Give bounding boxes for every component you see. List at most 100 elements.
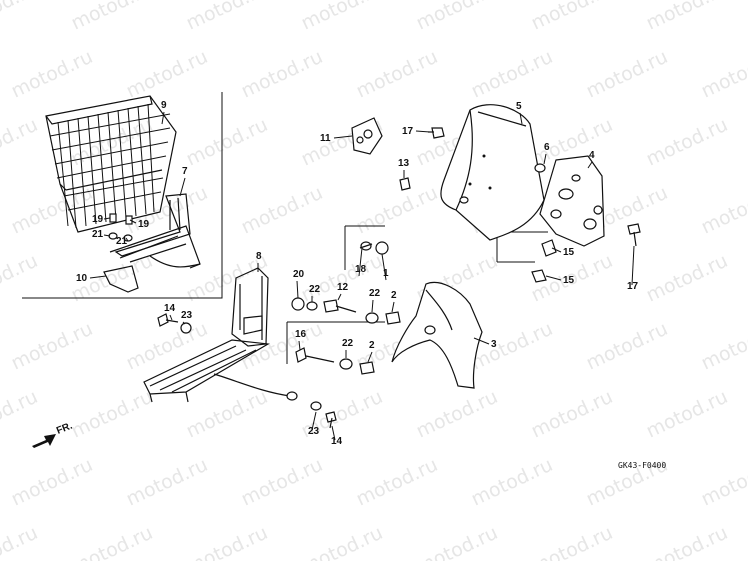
leader-line (371, 299, 374, 313)
leader-line (179, 177, 186, 197)
callout-label: 6 (544, 142, 550, 153)
watermark-text: motod.ru (68, 0, 156, 35)
watermark-text: motod.ru (353, 182, 441, 239)
leader-line (551, 247, 562, 253)
callout-label: 22 (309, 284, 321, 295)
watermark-text: motod.ru (583, 46, 671, 103)
callout-label: 22 (369, 288, 381, 299)
inner-cover-part (539, 155, 605, 247)
watermark-text: motod.ru (583, 318, 671, 375)
watermark-text: motod.ru (643, 522, 731, 561)
callout-label: 15 (563, 247, 575, 258)
watermark-text: motod.ru (238, 454, 326, 511)
leader-line (587, 161, 593, 169)
callout-label: 7 (182, 166, 188, 177)
leader-line (337, 293, 342, 301)
callout-label: 9 (161, 100, 167, 111)
watermark-text: motod.ru (8, 46, 96, 103)
mount-hardware (291, 241, 401, 375)
leader-line (415, 130, 431, 133)
leader-line (543, 153, 547, 165)
callout-label: 20 (293, 269, 305, 280)
leader-line (358, 247, 363, 277)
basket-part (45, 95, 177, 233)
watermark-text: motod.ru (123, 318, 211, 375)
leader-line (331, 425, 336, 441)
watermark-text: motod.ru (0, 522, 41, 561)
watermark-text: motod.ru (298, 522, 386, 561)
leader-line (296, 280, 299, 299)
watermark-text: motod.ru (413, 386, 501, 443)
clips-and-screws (399, 127, 641, 283)
leader-line (391, 301, 395, 313)
callout-label: 12 (337, 282, 349, 293)
leader-line (473, 337, 490, 345)
watermark-text: motod.ru (0, 0, 41, 35)
callout-label: 3 (491, 339, 497, 350)
leader-line (169, 314, 173, 321)
leader-line (125, 237, 129, 242)
callout-label: 13 (398, 158, 410, 169)
callout-label: 19 (92, 214, 104, 225)
watermark-text: motod.ru (643, 386, 731, 443)
leader-line (519, 112, 523, 125)
leader-line (129, 219, 137, 224)
callout-label: 21 (92, 229, 104, 240)
callout-label: 10 (76, 273, 88, 284)
watermark-text: motod.ru (528, 522, 616, 561)
leader-line (631, 245, 635, 286)
leader-line (333, 135, 353, 139)
watermark-text: motod.ru (8, 318, 96, 375)
basket-bracket-part (103, 193, 201, 293)
watermark-text: motod.ru (698, 454, 748, 511)
callout-label: 15 (563, 275, 575, 286)
callout-label: 14 (164, 303, 176, 314)
callout-label: 23 (181, 310, 193, 321)
watermark-text: motod.ru (0, 386, 41, 443)
leader-line (311, 411, 317, 431)
watermark-text: motod.ru (698, 318, 748, 375)
watermark-text: motod.ru (238, 182, 326, 239)
watermark-text: motod.ru (183, 0, 271, 35)
watermark-text: motod.ru (183, 522, 271, 561)
watermark-text: motod.ru (643, 114, 731, 171)
watermark-text: motod.ru (643, 250, 731, 307)
watermark-text: motod.ru (123, 46, 211, 103)
watermark-text: motod.ru (298, 0, 386, 35)
callout-label: 17 (402, 126, 414, 137)
leader-line (182, 321, 186, 325)
diagram-code: GK43-F0400 (618, 461, 666, 470)
watermark-text: motod.ru (353, 454, 441, 511)
callout-label: 22 (342, 338, 354, 349)
watermark-text: motod.ru (183, 386, 271, 443)
leader-line (298, 340, 301, 351)
callout-label: 11 (320, 133, 331, 144)
callout-label: 8 (256, 251, 262, 262)
watermark-text: motod.ru (123, 454, 211, 511)
callout-label: 23 (308, 426, 320, 437)
carrier-bolts (157, 313, 337, 429)
watermark-text: motod.ru (68, 522, 156, 561)
leg-shield-part (440, 104, 545, 241)
callout-label: 21 (116, 236, 128, 247)
emblem-part (351, 117, 383, 155)
watermark-text: motod.ru (413, 522, 501, 561)
leader-line (103, 234, 111, 237)
callout-label: 16 (295, 329, 307, 340)
watermark-text: motod.ru (528, 0, 616, 35)
callout-label: 14 (331, 436, 343, 447)
leader-line (103, 217, 111, 220)
leader-line (381, 253, 387, 281)
front-cover-part (391, 281, 483, 389)
watermark-text: motod.ru (468, 318, 556, 375)
watermark-text: motod.ru (413, 0, 501, 35)
watermark-text: motod.ru (68, 386, 156, 443)
watermark-text: motod.ru (353, 46, 441, 103)
watermark-text: motod.ru (698, 46, 748, 103)
callout-label: 17 (627, 281, 639, 292)
callout-label: 19 (138, 219, 150, 230)
callout-label: 5 (516, 101, 522, 112)
